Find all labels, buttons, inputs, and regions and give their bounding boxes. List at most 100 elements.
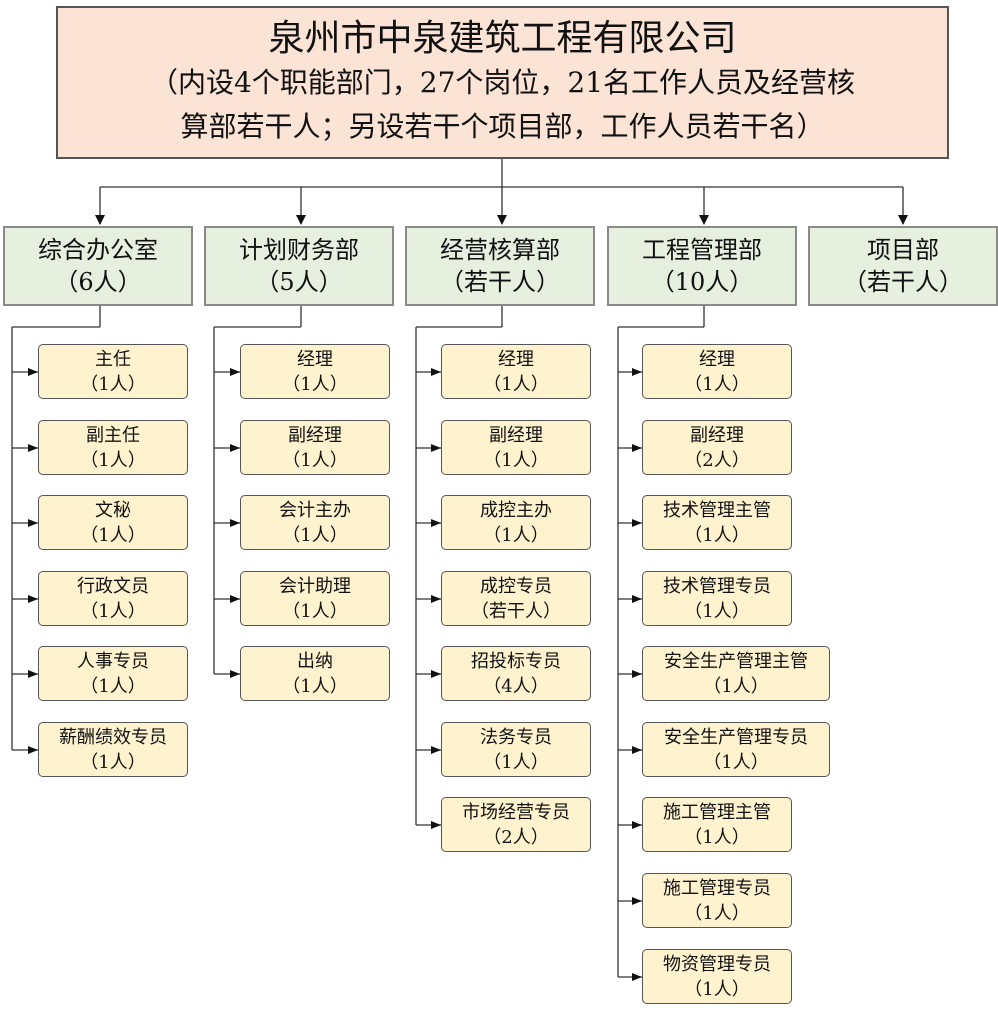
position-headcount: （1人）: [483, 751, 549, 773]
dept-general-office: 综合办公室 （6人）: [3, 226, 193, 306]
dept-engineering-management: 工程管理部 （10人）: [607, 226, 797, 306]
dept-name: 工程管理部: [642, 236, 762, 264]
position-box: 副主任 （1人）: [38, 420, 188, 475]
position-headcount: （1人）: [684, 978, 750, 1000]
position-headcount: （1人）: [684, 524, 750, 546]
position-title: 招投标专员: [471, 650, 561, 672]
dept-name: 计划财务部: [239, 236, 359, 264]
position-headcount: （2人）: [684, 449, 750, 471]
position-headcount: （4人）: [483, 675, 549, 697]
company-name: 泉州市中泉建筑工程有限公司: [268, 17, 737, 59]
position-title: 薪酬绩效专员: [59, 726, 167, 748]
position-box: 主任 （1人）: [38, 344, 188, 399]
position-box: 经理 （1人）: [642, 344, 792, 399]
position-headcount: （1人）: [80, 373, 146, 395]
position-title: 会计主办: [279, 499, 351, 521]
position-title: 经理: [297, 348, 333, 370]
position-headcount: （1人）: [684, 600, 750, 622]
position-box: 经理 （1人）: [240, 344, 390, 399]
position-box: 出纳 （1人）: [240, 646, 390, 701]
position-title: 市场经营专员: [462, 801, 570, 823]
position-box: 技术管理主管 （1人）: [642, 495, 792, 550]
position-box: 法务专员 （1人）: [441, 722, 591, 777]
position-title: 副经理: [690, 424, 744, 446]
position-box: 成控专员 （若干人）: [441, 571, 591, 626]
company-description-line-1: （内设4个职能部门，27个岗位，21名工作人员及经营核: [149, 65, 856, 99]
position-box: 施工管理专员 （1人）: [642, 873, 792, 928]
position-box: 行政文员 （1人）: [38, 571, 188, 626]
position-headcount: （2人）: [483, 826, 549, 848]
position-box: 招投标专员 （4人）: [441, 646, 591, 701]
position-box: 技术管理专员 （1人）: [642, 571, 792, 626]
position-title: 技术管理专员: [663, 575, 771, 597]
position-box: 安全生产管理主管 （1人）: [642, 646, 830, 701]
position-headcount: （1人）: [684, 902, 750, 924]
position-title: 安全生产管理专员: [664, 726, 808, 748]
position-title: 安全生产管理主管: [664, 650, 808, 672]
dept-name: 项目部: [867, 236, 939, 264]
position-headcount: （1人）: [80, 600, 146, 622]
position-box: 会计助理 （1人）: [240, 571, 390, 626]
company-box: 泉州市中泉建筑工程有限公司 （内设4个职能部门，27个岗位，21名工作人员及经营…: [56, 6, 949, 159]
position-headcount: （1人）: [703, 675, 769, 697]
dept-headcount: （6人）: [54, 268, 142, 296]
position-box: 文秘 （1人）: [38, 495, 188, 550]
position-box: 副经理 （1人）: [240, 420, 390, 475]
position-headcount: （1人）: [483, 373, 549, 395]
position-box: 副经理 （2人）: [642, 420, 792, 475]
position-title: 法务专员: [480, 726, 552, 748]
position-title: 主任: [95, 348, 131, 370]
position-headcount: （1人）: [684, 373, 750, 395]
position-headcount: （1人）: [282, 524, 348, 546]
position-headcount: （1人）: [483, 524, 549, 546]
position-headcount: （1人）: [282, 373, 348, 395]
position-title: 成控专员: [480, 575, 552, 597]
company-description-line-2: 算部若干人；另设若干个项目部，工作人员若干名）: [180, 109, 825, 143]
dept-headcount: （5人）: [255, 268, 343, 296]
position-title: 经理: [699, 348, 735, 370]
position-title: 副经理: [489, 424, 543, 446]
position-headcount: （1人）: [80, 675, 146, 697]
position-box: 会计主办 （1人）: [240, 495, 390, 550]
position-box: 物资管理专员 （1人）: [642, 949, 792, 1004]
dept-headcount: （若干人）: [440, 268, 560, 296]
position-box: 安全生产管理专员 （1人）: [642, 722, 830, 777]
dept-business-accounting: 经营核算部 （若干人）: [405, 226, 595, 306]
position-headcount: （1人）: [80, 524, 146, 546]
dept-headcount: （若干人）: [843, 268, 963, 296]
dept-headcount: （10人）: [650, 268, 754, 296]
position-title: 副主任: [86, 424, 140, 446]
position-title: 施工管理主管: [663, 801, 771, 823]
position-title: 会计助理: [279, 575, 351, 597]
position-headcount: （1人）: [703, 751, 769, 773]
position-title: 物资管理专员: [663, 953, 771, 975]
position-headcount: （1人）: [282, 600, 348, 622]
position-box: 经理 （1人）: [441, 344, 591, 399]
position-headcount: （若干人）: [471, 600, 561, 622]
position-title: 行政文员: [77, 575, 149, 597]
position-headcount: （1人）: [282, 449, 348, 471]
position-title: 施工管理专员: [663, 877, 771, 899]
dept-planning-finance: 计划财务部 （5人）: [204, 226, 394, 306]
position-headcount: （1人）: [80, 449, 146, 471]
position-title: 出纳: [297, 650, 333, 672]
position-box: 人事专员 （1人）: [38, 646, 188, 701]
dept-project: 项目部 （若干人）: [808, 226, 998, 306]
position-headcount: （1人）: [483, 449, 549, 471]
position-title: 成控主办: [480, 499, 552, 521]
position-box: 薪酬绩效专员 （1人）: [38, 722, 188, 777]
position-headcount: （1人）: [684, 826, 750, 848]
dept-name: 经营核算部: [440, 236, 560, 264]
position-box: 市场经营专员 （2人）: [441, 797, 591, 852]
position-box: 成控主办 （1人）: [441, 495, 591, 550]
position-title: 人事专员: [77, 650, 149, 672]
position-title: 经理: [498, 348, 534, 370]
position-box: 施工管理主管 （1人）: [642, 797, 792, 852]
dept-name: 综合办公室: [38, 236, 158, 264]
position-headcount: （1人）: [80, 751, 146, 773]
position-title: 副经理: [288, 424, 342, 446]
position-title: 技术管理主管: [663, 499, 771, 521]
position-box: 副经理 （1人）: [441, 420, 591, 475]
position-title: 文秘: [95, 499, 131, 521]
